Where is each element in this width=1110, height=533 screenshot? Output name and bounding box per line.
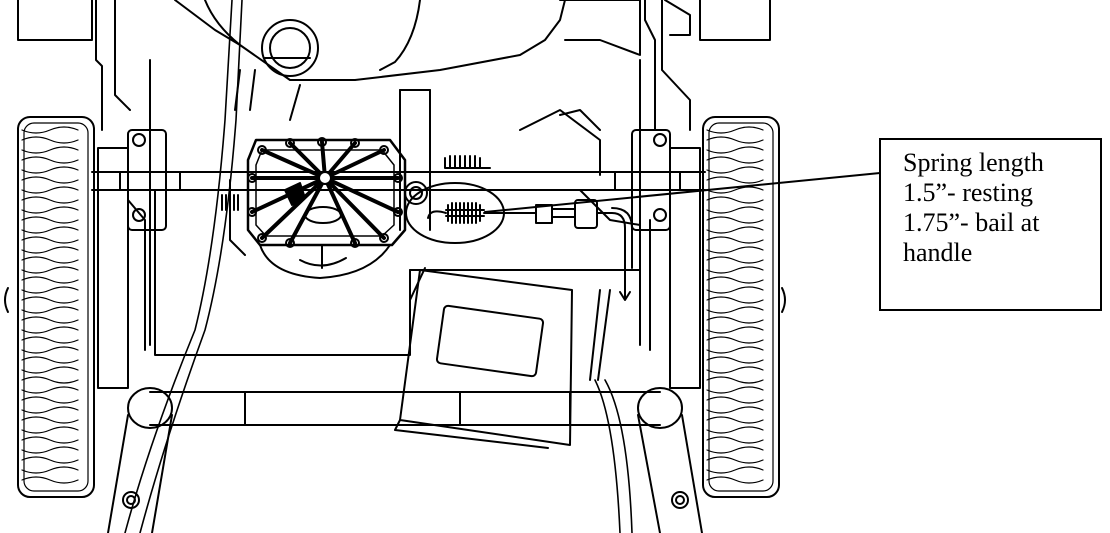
callout-leader-line	[484, 172, 881, 213]
upper-spring	[444, 155, 491, 169]
handle-tubes	[107, 414, 703, 533]
callout-line-handle: handle	[903, 238, 973, 267]
left-side-plate	[97, 59, 167, 389]
spring-icon	[447, 202, 481, 224]
callout-line-resting: 1.5”- resting	[903, 178, 1033, 207]
gearbox	[246, 137, 407, 279]
left-wheel	[4, 116, 95, 498]
left-side-spring	[221, 194, 239, 211]
spring-assembly	[405, 182, 633, 301]
callout-box: Spring length 1.5”- resting 1.75”- bail …	[879, 138, 1102, 311]
callout-line-title: Spring length	[903, 148, 1044, 177]
control-box	[394, 267, 573, 449]
axle	[91, 171, 706, 191]
right-side-plate	[631, 59, 701, 389]
top-left-bracket	[17, 0, 131, 131]
right-wheel	[702, 116, 786, 498]
top-housing	[174, 0, 691, 121]
callout-line-bail: 1.75”- bail at	[903, 208, 1040, 237]
main-frame	[154, 89, 641, 356]
pivot-bolt	[404, 181, 428, 205]
top-right-bracket	[644, 0, 771, 131]
control-cables	[124, 0, 633, 533]
handle-crossbar	[127, 387, 683, 429]
